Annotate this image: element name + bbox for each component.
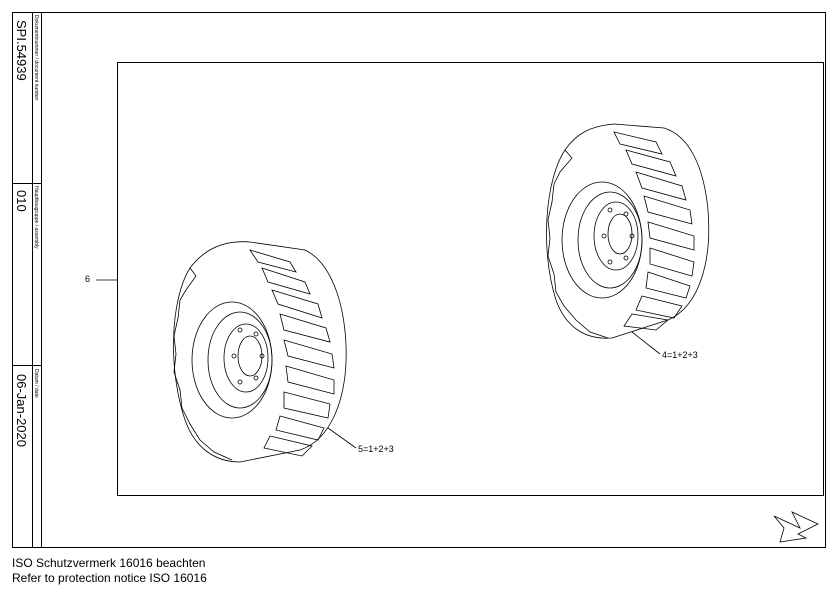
title-block-divider xyxy=(32,12,33,548)
arrow-icon xyxy=(773,511,819,543)
assembly-frame xyxy=(117,62,824,496)
tire-wheel-icon xyxy=(546,123,710,339)
drawing-sheet-border xyxy=(12,12,826,548)
protection-notice-en: Refer to protection notice ISO 16016 xyxy=(12,571,207,585)
title-block-separator xyxy=(12,183,42,184)
tire-wheel-icon xyxy=(173,241,347,463)
leader-line-4 xyxy=(631,331,661,355)
callout-item-4: 4=1+2+3 xyxy=(662,350,698,360)
callout-item-5: 5=1+2+3 xyxy=(358,444,394,454)
title-block-strip xyxy=(12,12,42,548)
leader-line-5 xyxy=(327,427,357,449)
title-block-separator xyxy=(12,365,42,366)
protection-notice-de: ISO Schutzvermerk 16016 beachten xyxy=(12,556,206,570)
callout-item-6: 6 xyxy=(85,274,91,284)
